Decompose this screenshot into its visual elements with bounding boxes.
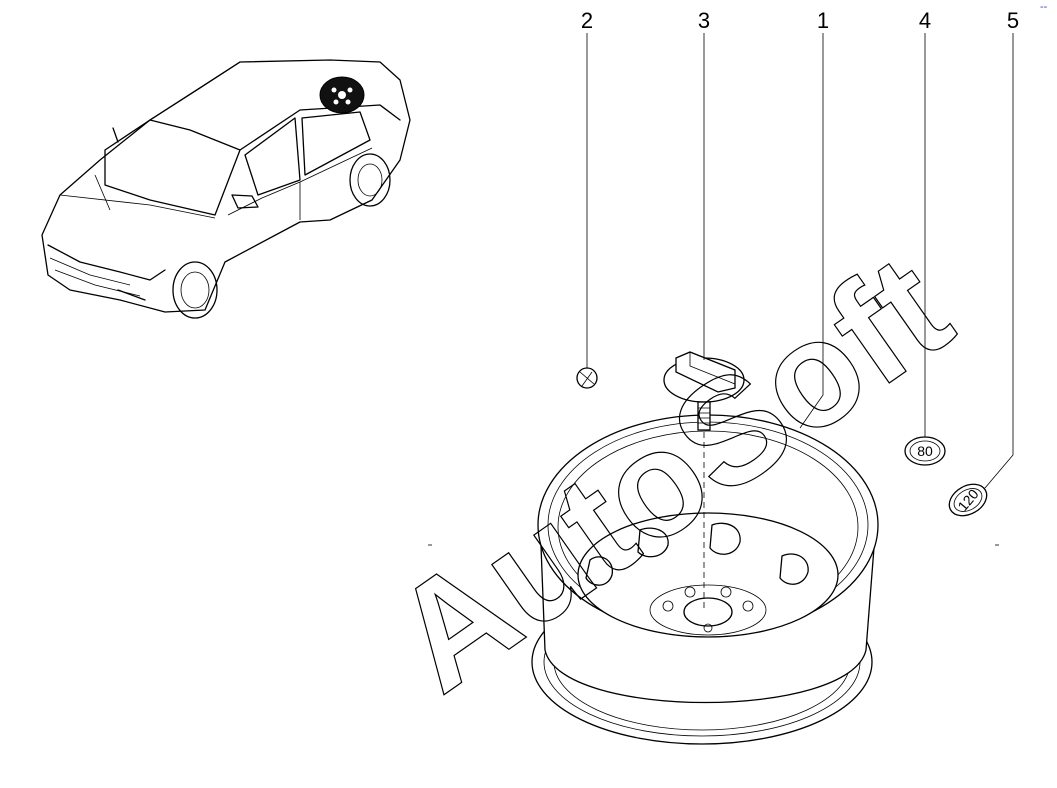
speed-sign-80-icon: 80 — [904, 436, 946, 466]
speed-sign-120-icon: 120 — [948, 483, 988, 517]
callout-1: 1 — [817, 8, 829, 33]
callout-2: 2 — [581, 8, 593, 33]
callout-3: 3 — [698, 8, 710, 33]
sign-80-label: 80 — [917, 443, 933, 459]
callout-4: 4 — [919, 8, 931, 33]
callout-5: 5 — [1007, 8, 1019, 33]
leader-lines — [428, 33, 1014, 610]
corner-mark: -- — [1040, 1, 1048, 13]
callout-numbers: 1 2 3 4 5 — [581, 8, 1019, 33]
wheel-rim-icon — [531, 414, 879, 745]
car-illustration — [41, 59, 411, 319]
clamp-icon — [663, 351, 745, 431]
valve-icon — [576, 367, 598, 389]
